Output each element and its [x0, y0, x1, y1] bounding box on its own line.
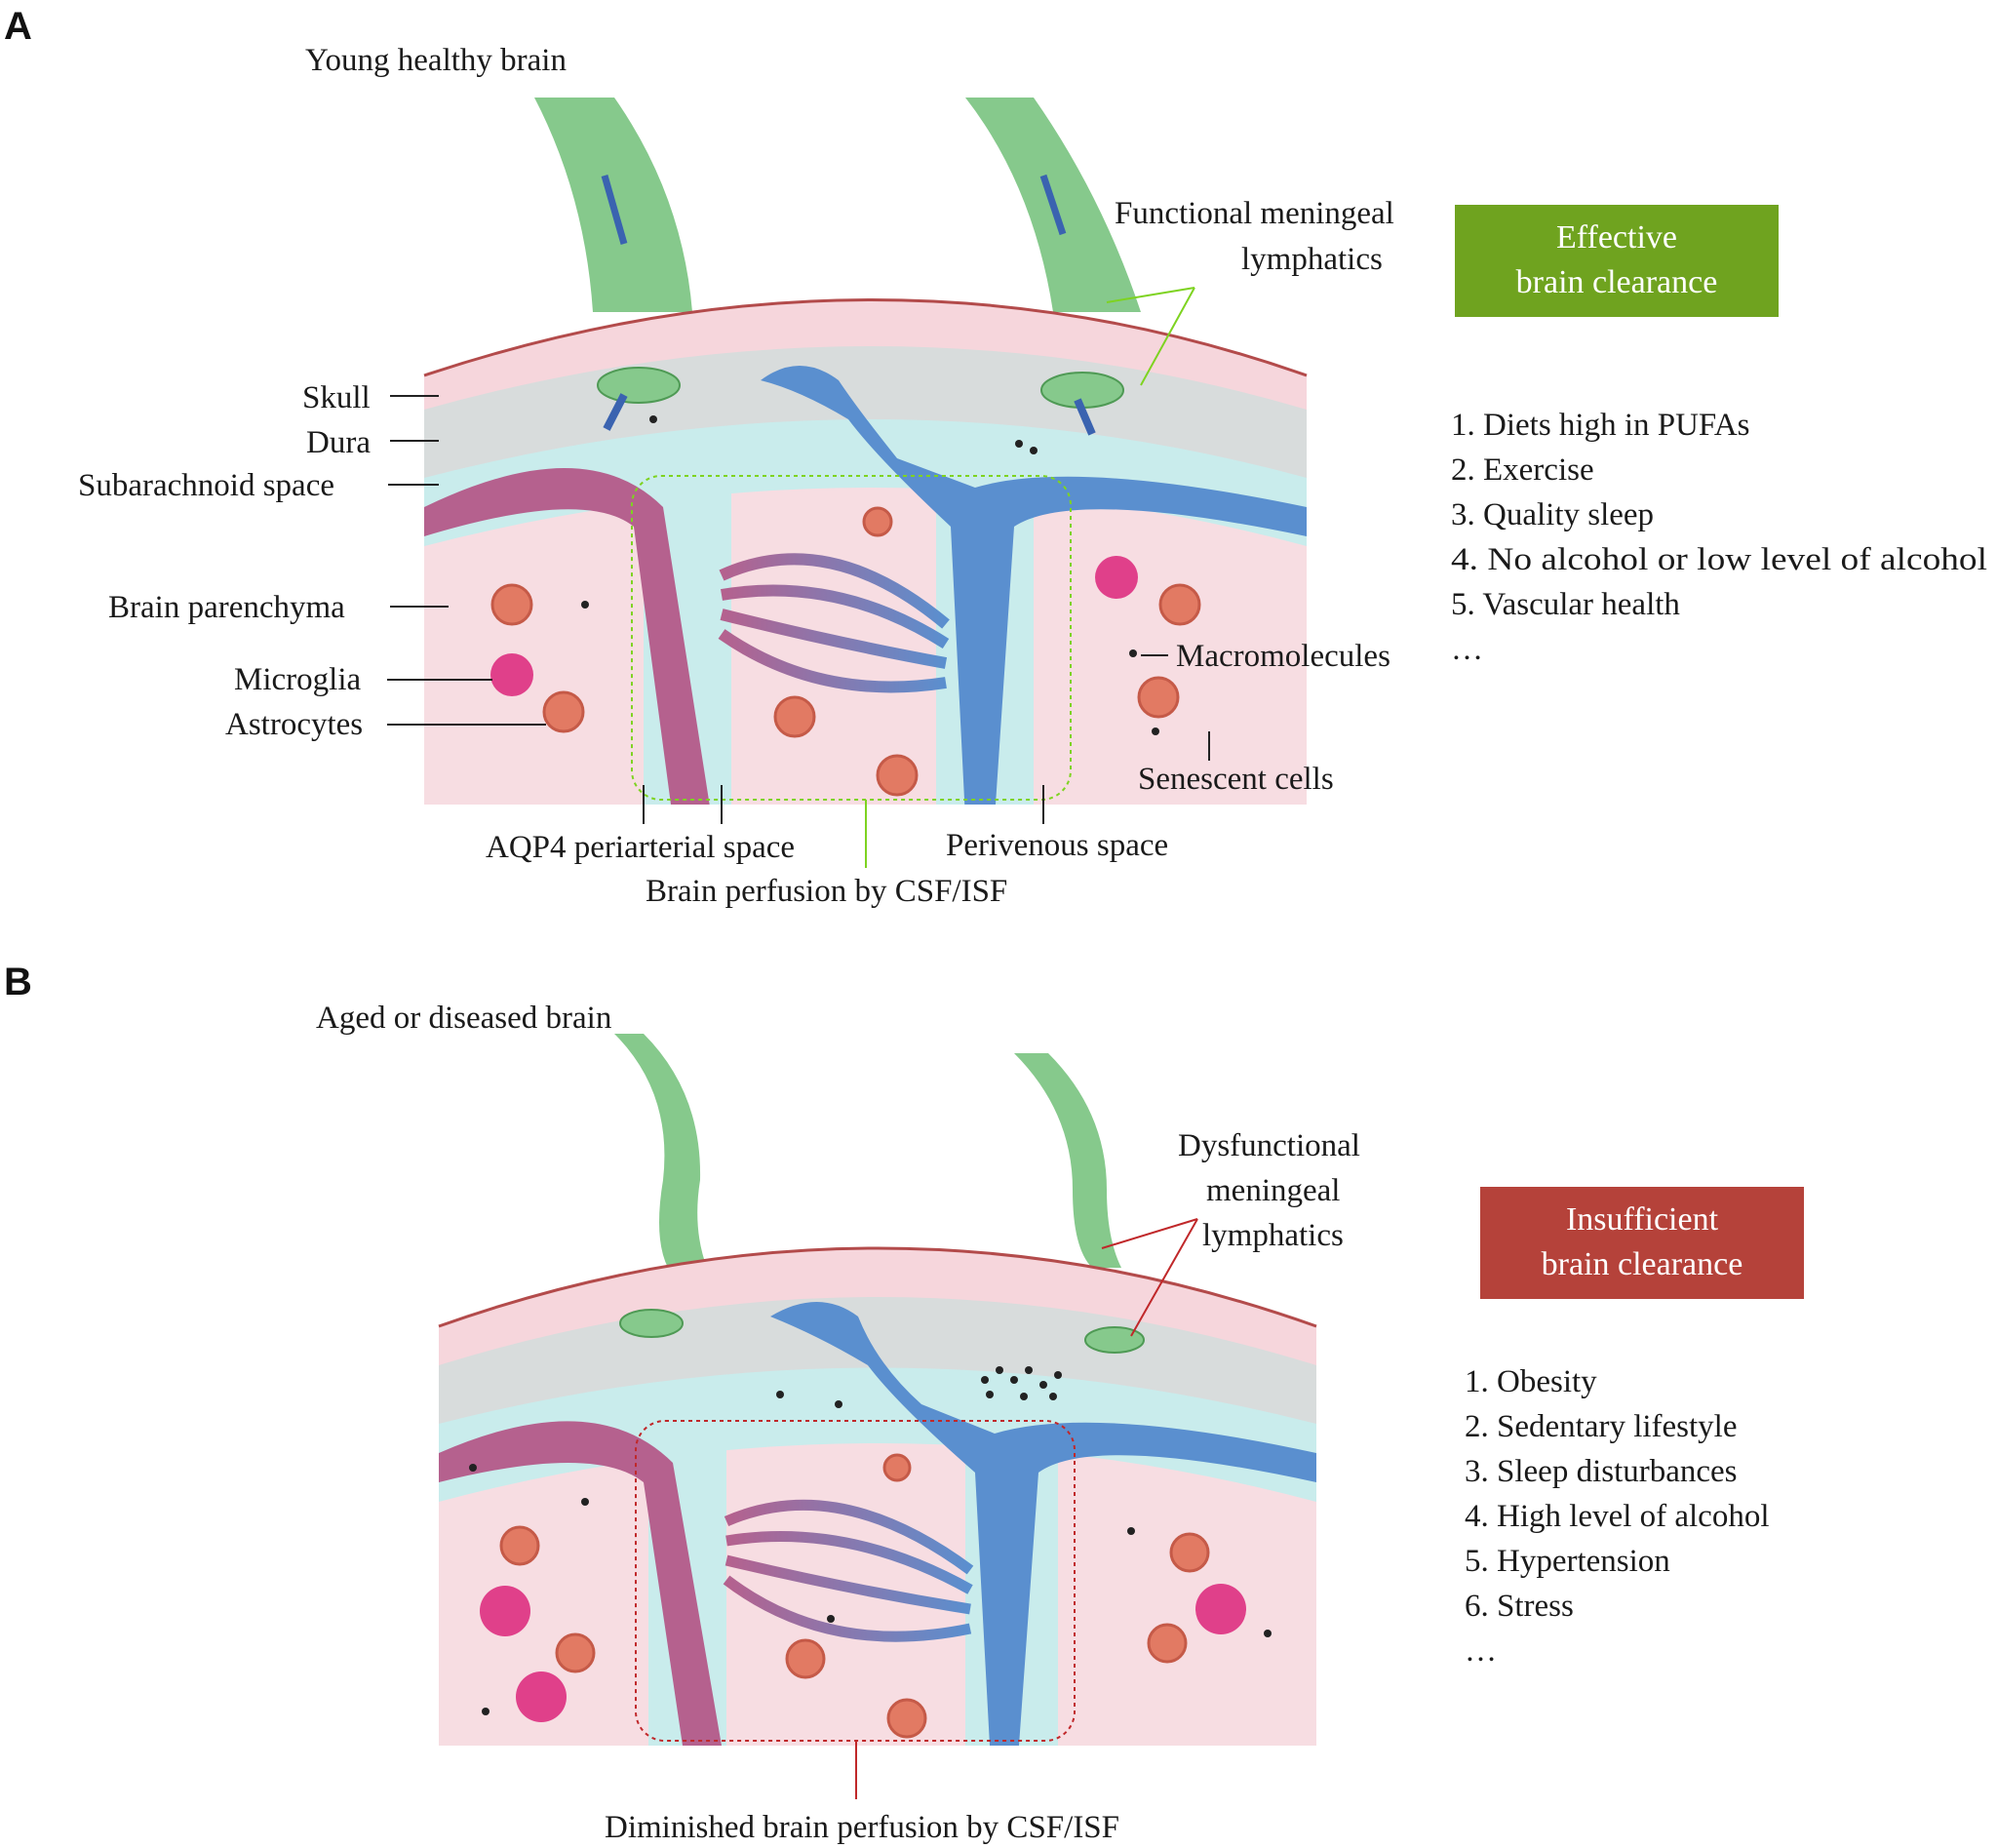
label-brain-perfusion: Brain perfusion by CSF/ISF [646, 874, 1007, 909]
panel-a-letter: A [4, 5, 32, 48]
meningeal-lymphatic [597, 367, 681, 404]
label-skull: Skull [302, 380, 371, 415]
label-diminished-perfusion: Diminished brain perfusion by CSF/ISF [605, 1810, 1119, 1845]
outcome-line1: Effective [1556, 219, 1677, 256]
microglia-cell [1095, 556, 1138, 599]
label-lymphatics-line1: Dysfunctional [1178, 1128, 1360, 1163]
capillary-bed [723, 1499, 974, 1642]
factor-item: 5. Vascular health [1451, 587, 1680, 622]
capillary-bed [718, 553, 950, 693]
factor-item: 2. Sedentary lifestyle [1465, 1409, 1738, 1444]
subarachnoid-layer [439, 1367, 1316, 1502]
microglia-group [480, 1584, 1246, 1722]
astrocyte-group [490, 506, 1201, 797]
factor-item: 6. Stress [1465, 1589, 1574, 1624]
factor-list-b: 1. Obesity 2. Sedentary lifestyle 3. Sle… [1465, 1364, 1770, 1669]
label-lymphatics-line2: meningeal [1206, 1173, 1340, 1208]
outcome-line2: brain clearance [1516, 264, 1718, 300]
skull-outline [423, 298, 1308, 377]
factor-item: 3. Sleep disturbances [1465, 1454, 1738, 1489]
factor-item: 5. Hypertension [1465, 1544, 1670, 1579]
microglia-cell [490, 653, 533, 696]
factor-item: 3. Quality sleep [1451, 497, 1654, 532]
factor-item: 4. No alcohol or low level of alcohol [1451, 542, 1987, 577]
panel-b: B Aged or diseased brain [4, 961, 1804, 1845]
factor-item: 2. Exercise [1451, 452, 1594, 488]
label-dura: Dura [306, 425, 371, 460]
lymph-flow-arrow [601, 175, 628, 245]
lymphatics-leader [1106, 287, 1195, 386]
lymphatics-leader [1101, 1218, 1198, 1337]
outcome-line1: Insufficient [1566, 1201, 1719, 1238]
meningeal-lymphatic [619, 1309, 684, 1338]
subarachnoid-layer [424, 419, 1307, 546]
label-brain-parenchyma: Brain parenchyma [108, 590, 345, 625]
drainage-arrow [603, 393, 628, 431]
outcome-line2: brain clearance [1542, 1246, 1743, 1282]
factor-item: 1. Diets high in PUFAs [1451, 408, 1750, 443]
factor-item: 4. High level of alcohol [1465, 1499, 1770, 1534]
macromolecules-dots [469, 1366, 1272, 1715]
factor-item: … [1451, 632, 1483, 667]
panel-a-title: Young healthy brain [305, 43, 567, 78]
lymphatic-vessel-left [614, 1034, 707, 1268]
label-lymphatics-line3: lymphatics [1202, 1218, 1344, 1253]
label-macromolecules: Macromolecules [1176, 639, 1390, 674]
outcome-box-insufficient [1480, 1187, 1804, 1299]
panel-b-title: Aged or diseased brain [316, 1001, 611, 1036]
label-astrocytes: Astrocytes [225, 707, 363, 742]
panel-b-letter: B [4, 961, 32, 1003]
lymph-flow-arrow [1039, 174, 1067, 236]
perfusion-region-box [631, 475, 1072, 801]
tissue-section-a [424, 299, 1307, 805]
artery [424, 468, 712, 805]
skull-outline [438, 1246, 1317, 1328]
factor-item: … [1465, 1633, 1497, 1669]
label-lymphatics-line1: Functional meningeal [1115, 196, 1394, 231]
label-perivenous-space: Perivenous space [946, 828, 1168, 863]
macromolecules-dots [581, 415, 1159, 735]
label-lymphatics-line2: lymphatics [1241, 242, 1383, 277]
meningeal-lymphatic [1084, 1326, 1145, 1354]
factor-list-a: 1. Diets high in PUFAs 2. Exercise 3. Qu… [1451, 408, 1987, 667]
drainage-arrow [1074, 398, 1096, 436]
panel-a: A Young healthy brain [4, 5, 1987, 909]
lymphatic-vessel-right [1014, 1053, 1121, 1268]
astrocyte-group [499, 1453, 1210, 1739]
outcome-box-effective [1455, 205, 1779, 317]
artery [439, 1421, 722, 1746]
label-microglia: Microglia [234, 662, 361, 697]
label-subarachnoid-space: Subarachnoid space [78, 468, 334, 503]
label-senescent-cells: Senescent cells [1138, 762, 1334, 797]
tissue-section-b [439, 1248, 1316, 1746]
factor-item: 1. Obesity [1465, 1364, 1597, 1399]
label-aqp4-periarterial: AQP4 periarterial space [486, 830, 795, 865]
